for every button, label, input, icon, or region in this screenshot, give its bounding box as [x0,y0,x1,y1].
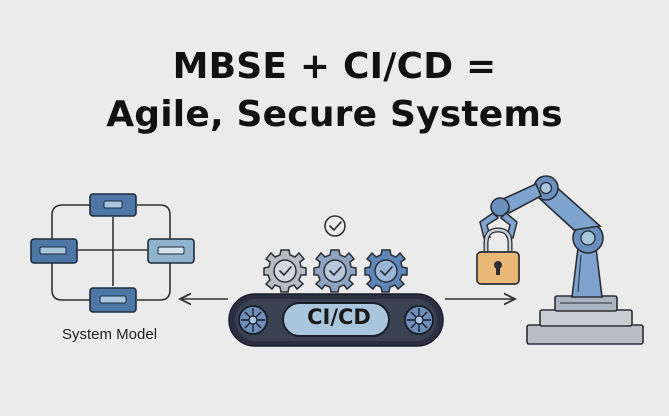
gear-icon [364,249,408,293]
title-line-2: Agile, Secure Systems [106,94,563,135]
model-block-bottom [89,287,137,313]
model-block-left [30,238,78,264]
model-block-right [147,238,195,264]
model-block-top [89,193,137,217]
system-model-caption: System Model [62,326,158,343]
pipeline-label: CI/CD [307,305,371,329]
system-model-diagram [30,193,195,313]
padlock-icon [476,227,520,285]
check-circle-icon [324,215,346,237]
title-line-1: MBSE + CI/CD = [172,46,497,87]
gear-icon [263,249,307,293]
robotic-arm-icon [479,175,644,345]
belt-wheel-right [404,305,434,335]
gear-icon [313,249,357,293]
conveyor-belt [228,293,444,347]
belt-wheel-left [238,305,268,335]
